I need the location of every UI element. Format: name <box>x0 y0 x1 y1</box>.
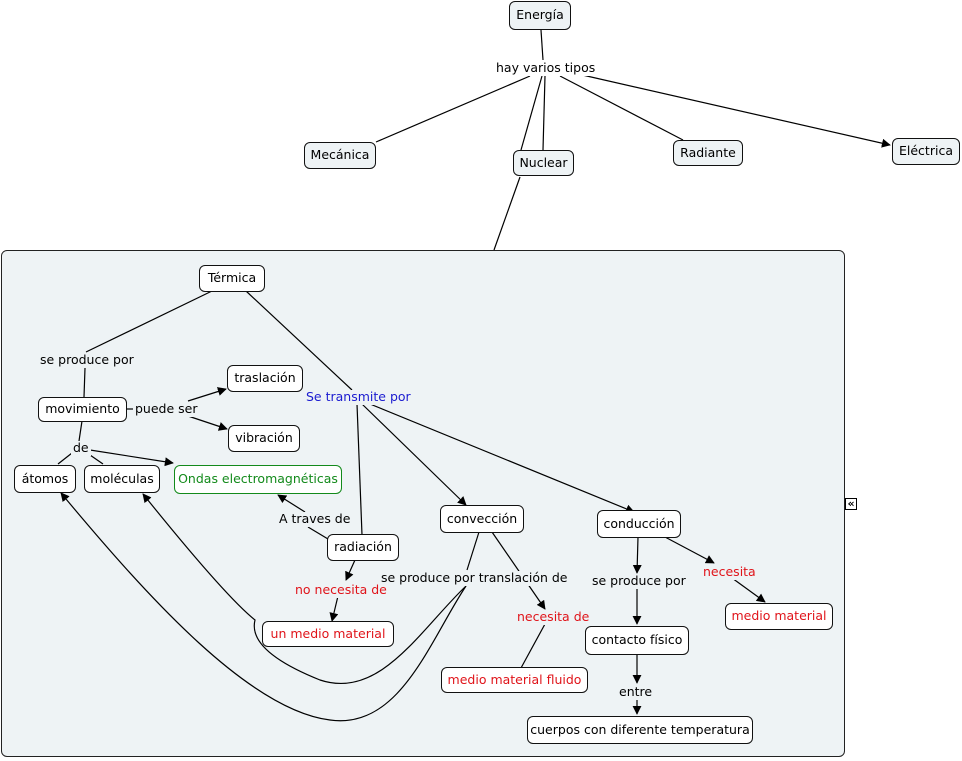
nested-map-group-box <box>1 250 845 757</box>
edge-conveccion-se-produce-por <box>466 531 480 571</box>
link-necesita-de: necesita de <box>515 609 592 625</box>
edge-puede-ser-vibracion <box>187 415 228 431</box>
edge-transmite-conveccion <box>361 403 467 506</box>
edge-traslacion-moleculas <box>142 493 467 685</box>
edge-tipos-radiante <box>559 75 684 141</box>
edge-termica-se-produce-por <box>85 290 213 353</box>
edge-tipos-mecanica <box>375 75 531 143</box>
link-se-produce-por-1: se produce por <box>38 352 136 368</box>
edge-puede-ser-traslacion <box>187 387 227 402</box>
edge-radiacion-no-necesita <box>345 559 356 581</box>
node-energia[interactable]: Energía <box>509 1 571 30</box>
link-se-transmite-por: Se transmite por <box>304 389 413 405</box>
link-a-traves-de: A traves de <box>277 511 353 527</box>
node-moleculas[interactable]: moléculas <box>84 465 160 493</box>
edge-de-moleculas <box>89 454 104 465</box>
node-ondas-electromagneticas[interactable]: Ondas electromagnéticas <box>174 465 342 494</box>
edge-transmite-conduccion <box>369 403 635 514</box>
edge-no-necesita-medio <box>329 595 339 622</box>
collapse-icon[interactable]: « <box>845 498 857 510</box>
link-se-produce-por-2: se produce por <box>590 573 688 589</box>
edge-nuclear-group <box>493 176 521 251</box>
link-necesita: necesita <box>701 564 758 580</box>
edge-traslacion-atomos <box>60 492 467 722</box>
node-nuclear[interactable]: Nuclear <box>513 150 574 176</box>
edge-movimiento-de <box>78 420 83 442</box>
link-entre: entre <box>617 684 655 700</box>
edge-de-atomos <box>57 452 73 465</box>
node-radiante[interactable]: Radiante <box>673 140 743 166</box>
link-de: de <box>71 440 91 456</box>
edge-tipos-electrica <box>577 73 891 148</box>
edge-termica-se-transmite <box>245 290 353 391</box>
edge-conduccion-necesita <box>664 536 715 564</box>
edge-conduccion-se-produce-por <box>632 536 642 574</box>
node-conveccion[interactable]: convección <box>440 505 524 533</box>
edge-tipos-nuclear-1 <box>520 75 543 151</box>
edge-tipos-nuclear-2 <box>542 75 546 151</box>
node-movimiento[interactable]: movimiento <box>38 397 127 422</box>
edge-energia-hay-varios-tipos <box>540 29 544 61</box>
edge-a-traves-de-ondas <box>277 494 306 513</box>
link-no-necesita-de: no necesita de <box>293 582 389 598</box>
edge-transmite-radiacion <box>356 403 363 536</box>
node-cuerpos-con-diferente-temperatura[interactable]: cuerpos con diferente temperatura <box>527 716 753 744</box>
node-un-medio-material[interactable]: un medio material <box>262 621 394 647</box>
edge-se-produce-por-movimiento <box>83 367 86 398</box>
node-medio-material-fluido[interactable]: medio material fluido <box>441 667 588 693</box>
node-vibracion[interactable]: vibración <box>228 425 300 452</box>
node-contacto-fisico[interactable]: contacto físico <box>585 626 689 655</box>
node-medio-material[interactable]: medio material <box>725 603 833 630</box>
node-radiacion[interactable]: radiación <box>327 534 399 561</box>
link-se-produce-por-translacion: se produce por translación de <box>379 570 570 586</box>
edge-de-ondas <box>89 449 174 467</box>
edge-necesita-de-fluido <box>520 623 546 669</box>
edge-radiacion-a-traves-de <box>307 526 329 540</box>
node-conduccion[interactable]: conducción <box>597 510 681 538</box>
node-termica[interactable]: Térmica <box>199 265 265 292</box>
edge-necesita-medio-material <box>731 577 766 603</box>
link-puede-ser: puede ser <box>133 401 200 417</box>
edge-conveccion-necesita-de <box>491 531 546 610</box>
node-mecanica[interactable]: Mecánica <box>304 142 376 169</box>
node-traslacion[interactable]: traslación <box>227 365 303 392</box>
link-hay-varios-tipos: hay varios tipos <box>494 60 598 76</box>
node-atomos[interactable]: átomos <box>14 465 76 493</box>
node-electrica[interactable]: Eléctrica <box>892 138 960 165</box>
